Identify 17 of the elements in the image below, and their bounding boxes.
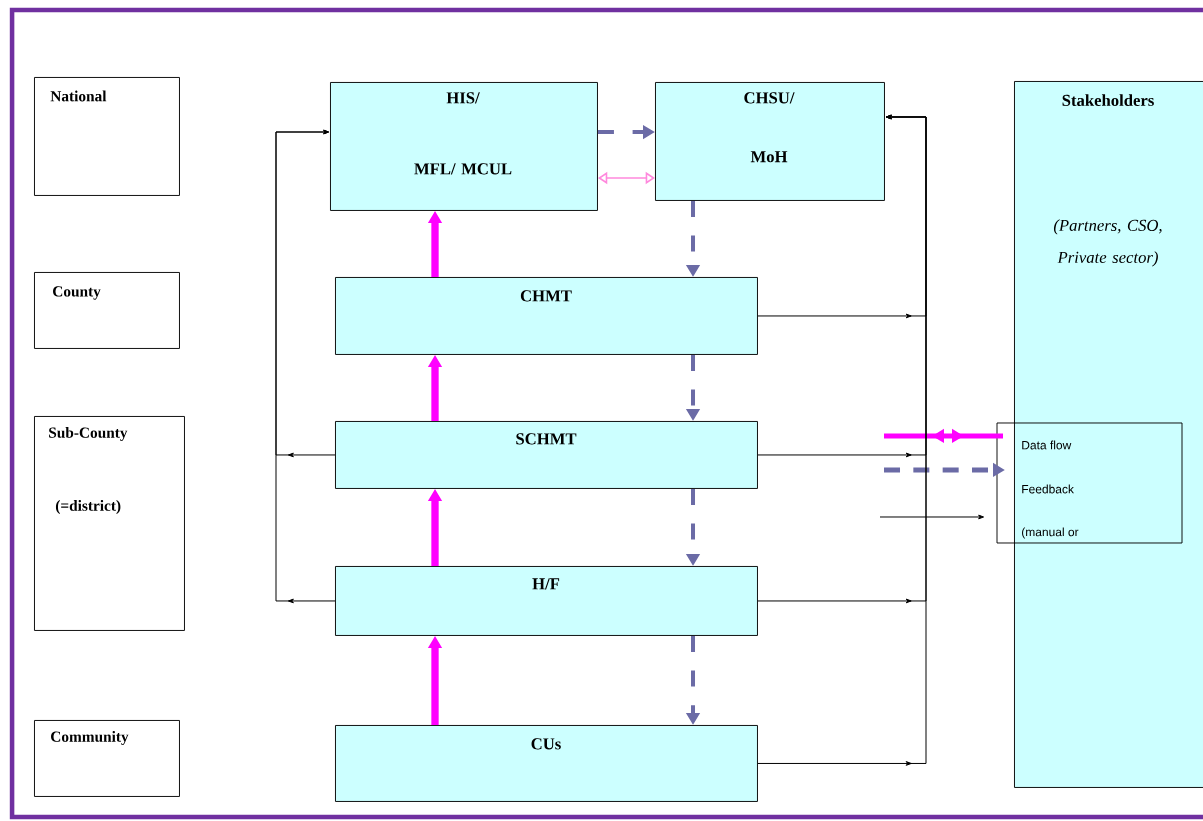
legend-label: Feedback: [1022, 484, 1074, 494]
process-box: HIS/ MFL/ MCUL: [330, 82, 598, 211]
process-box: CHMT: [335, 277, 758, 355]
legend-box: Data flow Feedback (manual or: [996, 422, 1183, 544]
process-box: CHSU/ MoH: [655, 82, 885, 201]
arrow: [275, 129, 336, 604]
level-box: Sub-County (=district): [34, 416, 185, 631]
level-box: National: [34, 77, 180, 196]
process-box: SCHMT: [335, 421, 758, 489]
arrow: [598, 171, 655, 185]
level-box: Community: [34, 720, 180, 797]
process-box: H/F: [335, 566, 758, 636]
arrow: [757, 114, 927, 766]
legend-label: Data flow: [1022, 440, 1072, 450]
process-box: CUs: [335, 725, 758, 802]
level-box: County: [34, 272, 180, 349]
legend-label: (manual or: [1022, 527, 1079, 539]
